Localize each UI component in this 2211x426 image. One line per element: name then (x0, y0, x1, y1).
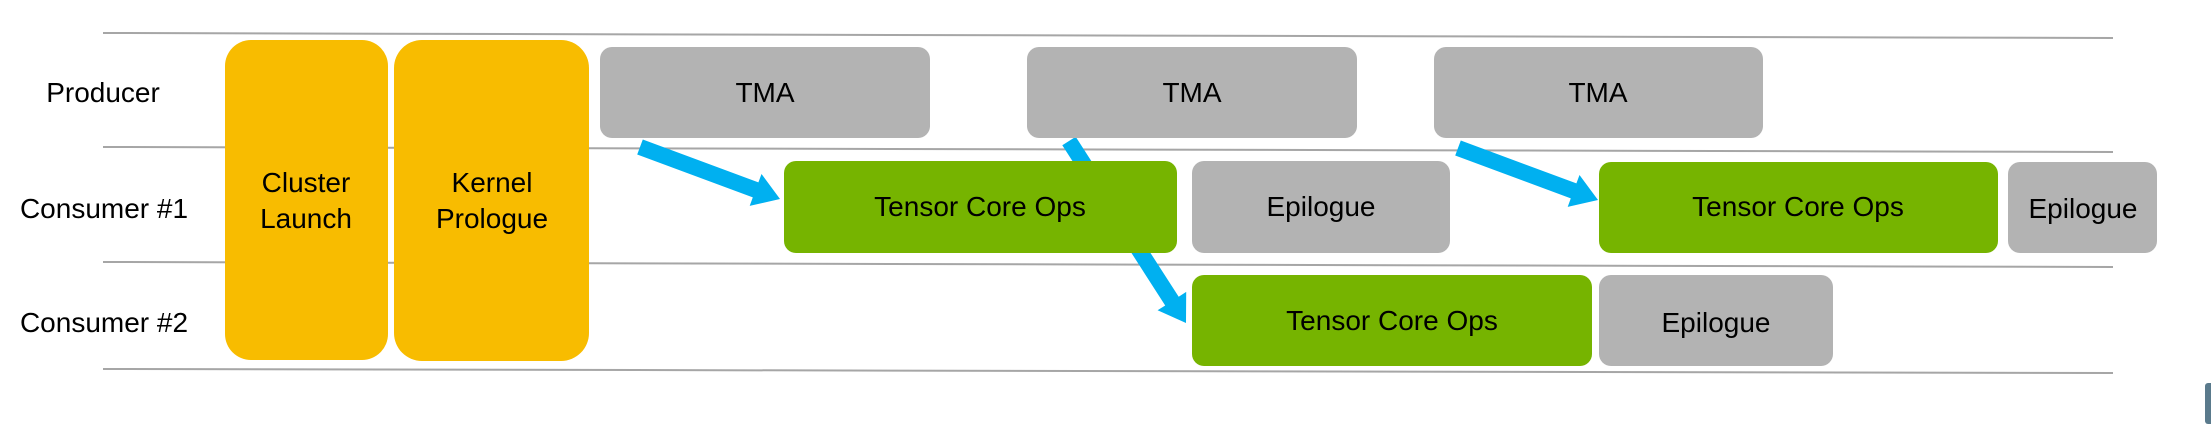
epilogue-box (2008, 162, 2157, 253)
epilogue-block-1: Epilogue (1192, 161, 1450, 253)
tma-block-3: TMA (1434, 47, 1763, 138)
epilogue-block-2: Epilogue (1599, 275, 1833, 366)
tensor-core-ops-box (784, 161, 1177, 253)
arrow-tma-3-to-tensor-core-ops-3 (1455, 140, 1598, 207)
tensor-core-ops-block-1: Tensor Core Ops (784, 161, 1177, 253)
tensor-core-ops-label: Tensor Core Ops (1692, 191, 1904, 222)
tma-box (600, 47, 930, 138)
cluster-launch-label-line1: Cluster (262, 167, 351, 198)
epilogue-box (1192, 161, 1450, 253)
epilogue-box (1599, 275, 1833, 366)
cluster-launch-box (225, 40, 388, 360)
corner-widget[interactable] (2205, 383, 2211, 424)
tensor-core-ops-block-3: Tensor Core Ops (1599, 162, 1998, 253)
tensor-core-ops-box (1192, 275, 1592, 366)
epilogue-label: Epilogue (1662, 307, 1771, 338)
setup-block-cluster-launch: Cluster Launch (225, 40, 388, 360)
lane-label-consumer1: Consumer #1 (20, 193, 188, 224)
setup-block-kernel-prologue: Kernel Prologue (394, 40, 589, 361)
kernel-prologue-label-line2: Prologue (436, 203, 548, 234)
epilogue-label: Epilogue (1267, 191, 1376, 222)
tensor-core-ops-label: Tensor Core Ops (1286, 305, 1498, 336)
epilogue-block-3: Epilogue (2008, 162, 2157, 253)
cluster-launch-label-line2: Launch (260, 203, 352, 234)
tma-box (1434, 47, 1763, 138)
tma-label: TMA (735, 77, 794, 108)
tma-label: TMA (1568, 77, 1627, 108)
epilogue-label: Epilogue (2029, 193, 2138, 224)
lane-divider-bottom (102, 368, 2114, 374)
tma-label: TMA (1162, 77, 1221, 108)
lane-divider-top (102, 32, 2114, 39)
lane-label-producer: Producer (46, 77, 160, 108)
tensor-core-ops-box (1599, 162, 1998, 253)
kernel-prologue-label-line1: Kernel (452, 167, 533, 198)
lane-label-consumer2: Consumer #2 (20, 307, 188, 338)
tensor-core-ops-block-2: Tensor Core Ops (1192, 275, 1592, 366)
tensor-core-ops-label: Tensor Core Ops (874, 191, 1086, 222)
kernel-prologue-box (394, 40, 589, 361)
arrow-tma-1-to-tensor-core-ops-1 (637, 139, 780, 206)
tma-box (1027, 47, 1357, 138)
tma-block-2: TMA (1027, 47, 1357, 138)
tma-block-1: TMA (600, 47, 930, 138)
